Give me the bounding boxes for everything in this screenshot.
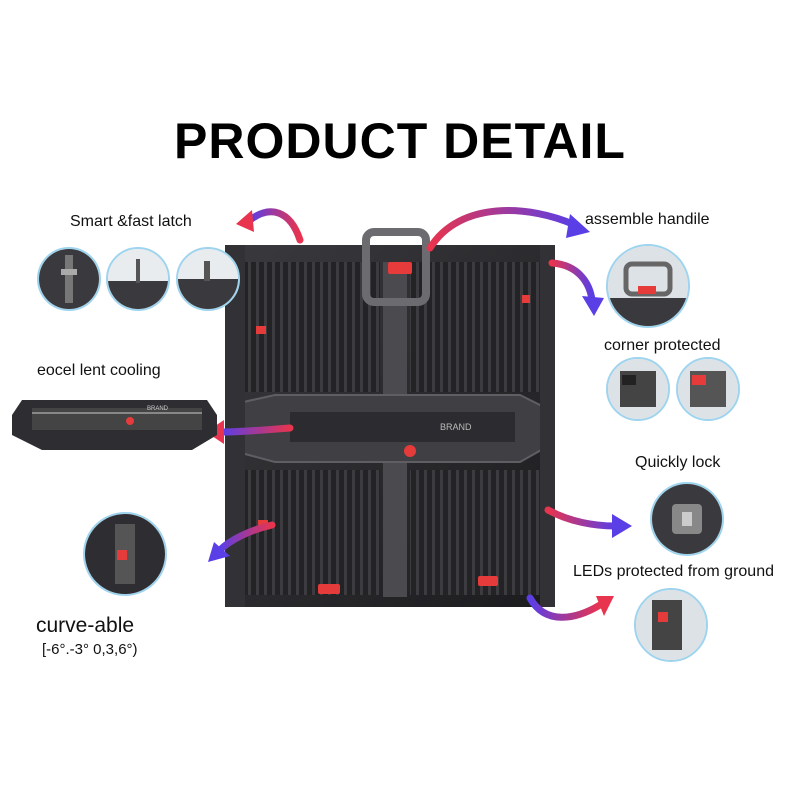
- label-leds: LEDs protected from ground: [573, 563, 774, 580]
- label-curve-range: [-6°.-3° 0,3,6°): [42, 641, 138, 658]
- arrow-leds: [526, 594, 614, 621]
- brand-label: BRAND: [440, 422, 472, 432]
- arrow-curve: [208, 521, 276, 562]
- corner-detail-2: [676, 357, 740, 421]
- label-curve: curve-able: [36, 614, 135, 637]
- handle-detail: [606, 244, 690, 328]
- leds-detail: [634, 588, 708, 662]
- curve-detail: [83, 512, 167, 596]
- label-corner: corner protected: [604, 337, 721, 354]
- arrow-latch: [236, 208, 304, 244]
- corner-detail-1: [606, 357, 670, 421]
- arrow-corner: [548, 259, 604, 316]
- arrow-lock: [544, 506, 632, 538]
- latch-detail-2: [106, 247, 170, 311]
- label-latch: Smart &fast latch: [70, 213, 192, 230]
- label-handle: assemble handile: [585, 211, 710, 228]
- label-lock: Quickly lock: [635, 454, 721, 471]
- latch-detail-3: [176, 247, 240, 311]
- page-title: PRODUCT DETAIL: [174, 113, 626, 169]
- lock-detail: [650, 482, 724, 556]
- cabinet-panel: BRAND: [225, 228, 555, 607]
- arrow-handle: [426, 207, 590, 252]
- cooling-brand-label: BRAND: [147, 406, 169, 412]
- label-cooling: eocel lent cooling: [37, 362, 161, 379]
- latch-detail-1: [37, 247, 101, 311]
- cooling-bar-detail: BRAND: [12, 400, 217, 450]
